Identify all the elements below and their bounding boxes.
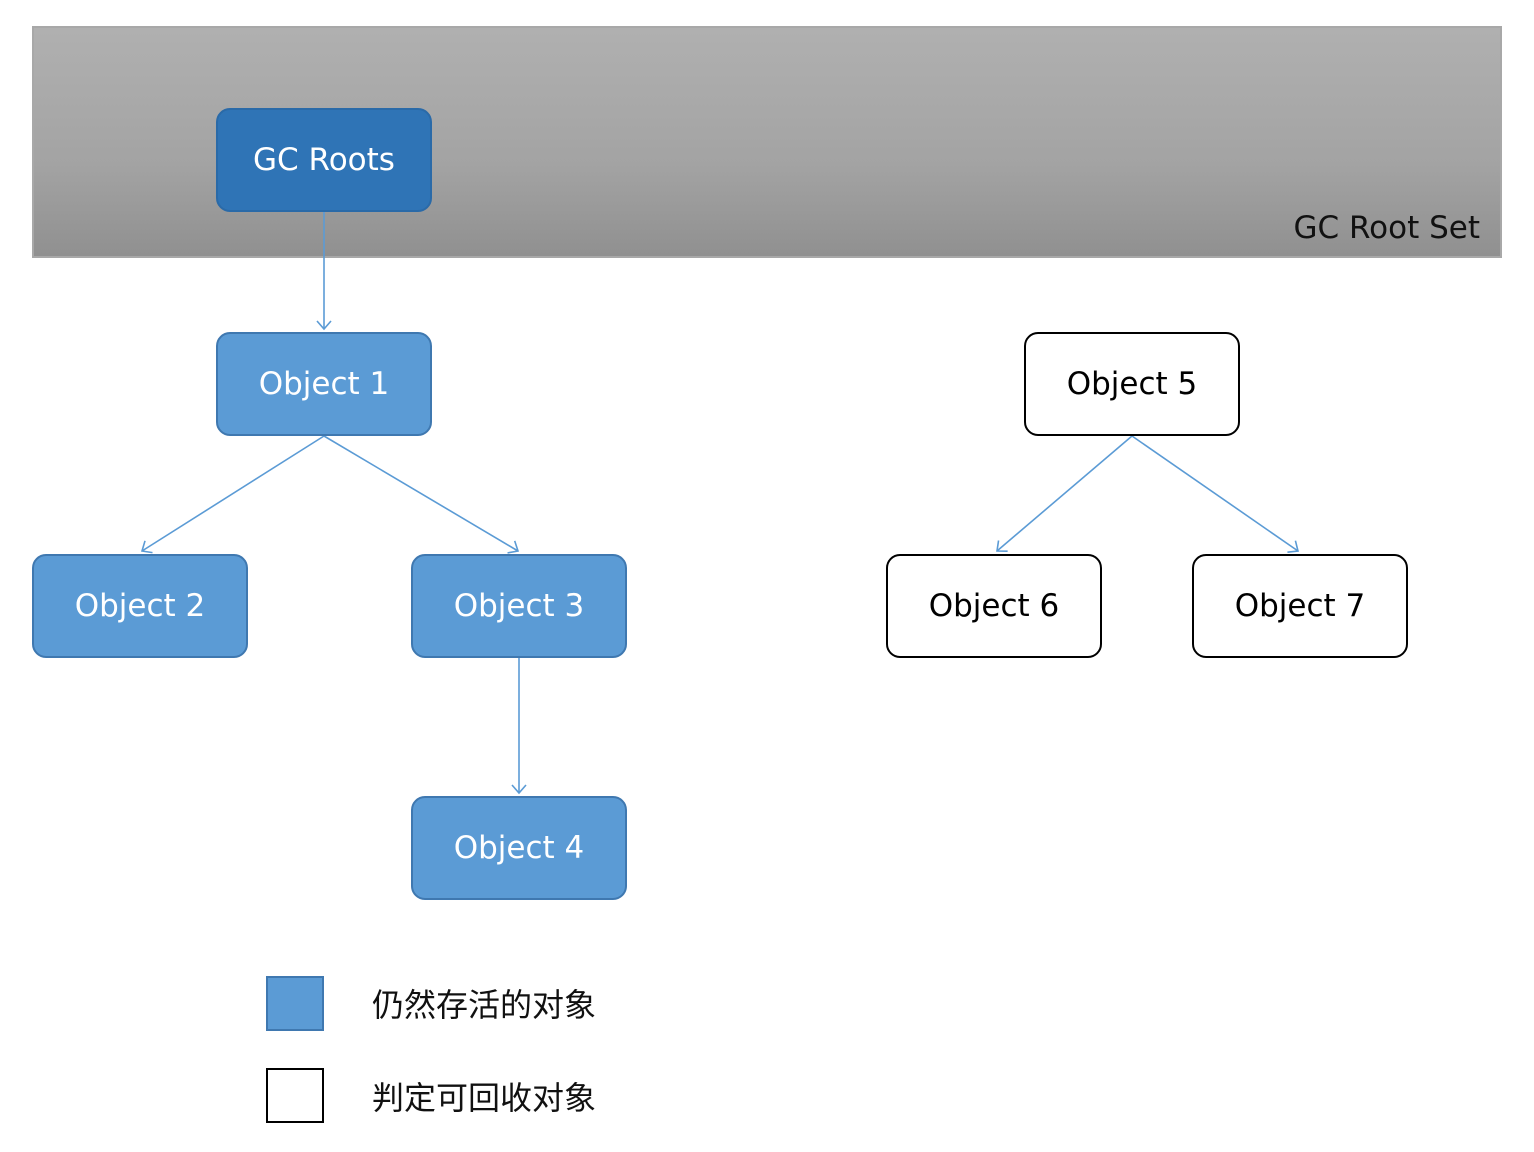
gc-root-set-label: GC Root Set	[1293, 210, 1480, 246]
object-5-node: Object 5	[1024, 332, 1240, 436]
object-1-label: Object 1	[258, 366, 390, 402]
legend-alive-swatch	[266, 976, 324, 1031]
edge-object1-object2	[140, 435, 325, 554]
object-7-label: Object 7	[1234, 588, 1366, 624]
object-4-label: Object 4	[453, 830, 585, 866]
legend-collectable-label: 判定可回收对象	[372, 1079, 597, 1117]
object-6-label: Object 6	[928, 588, 1060, 624]
object-5-label: Object 5	[1066, 366, 1198, 402]
edge-object5-object7	[1131, 435, 1299, 553]
object-3-label: Object 3	[453, 588, 585, 624]
object-3-node: Object 3	[411, 554, 627, 658]
object-1-node: Object 1	[216, 332, 432, 436]
object-2-node: Object 2	[32, 554, 248, 658]
object-2-label: Object 2	[74, 588, 206, 624]
object-6-node: Object 6	[886, 554, 1102, 658]
edge-object5-object6	[996, 435, 1133, 552]
object-7-node: Object 7	[1192, 554, 1408, 658]
legend-collectable-swatch	[266, 1068, 324, 1123]
legend-alive-label: 仍然存活的对象	[372, 986, 597, 1024]
gc-roots-label: GC Roots	[253, 142, 395, 178]
object-4-node: Object 4	[411, 796, 627, 900]
edge-object1-object3	[323, 435, 520, 554]
gc-roots-node: GC Roots	[216, 108, 432, 212]
